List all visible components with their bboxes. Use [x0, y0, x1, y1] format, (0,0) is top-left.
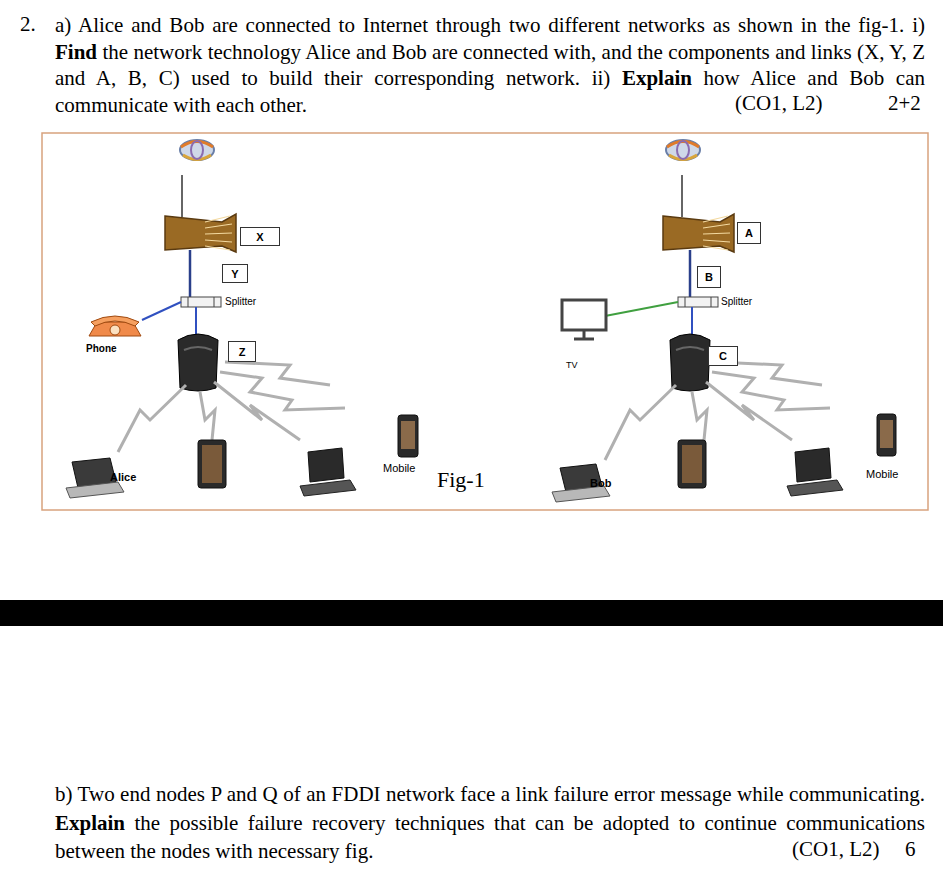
callout-box: A: [737, 222, 761, 244]
question-text: a) Alice and Bob are connected to Intern…: [55, 13, 925, 37]
question-text: b) Two end nodes P and Q of an FDDI netw…: [55, 782, 925, 806]
left-network: [66, 140, 418, 498]
marks: 6: [905, 837, 916, 862]
device-label: Mobile: [866, 468, 898, 481]
callout-letter: B: [705, 271, 713, 283]
device-label: TV: [566, 360, 578, 371]
figure-caption: Fig-1: [437, 467, 485, 493]
black-bar: [0, 600, 943, 626]
question-keyword: Find: [55, 40, 97, 64]
callout-letter: X: [256, 231, 263, 243]
callout-letter: Y: [231, 268, 238, 280]
callout-box: B: [697, 266, 721, 288]
device-label: Alice: [110, 471, 136, 484]
question-keyword: Explain: [622, 66, 692, 90]
callout-letter: A: [745, 227, 753, 239]
device-label: Splitter: [721, 296, 752, 308]
course-outcome: (CO1, L2): [792, 837, 880, 862]
callout-box: Y: [222, 264, 248, 283]
device-label: Splitter: [225, 296, 256, 308]
marks: 2+2: [888, 91, 921, 116]
figure-frame: [42, 133, 928, 510]
question-number: 2.: [20, 12, 36, 37]
device-label: Phone: [86, 343, 117, 355]
callout-box: Z: [228, 341, 256, 362]
callout-letter: Z: [239, 346, 246, 358]
right-network: [552, 140, 896, 502]
course-outcome: (CO1, L2): [735, 91, 823, 116]
device-label: Mobile: [383, 462, 415, 475]
device-label: Bob: [590, 477, 611, 490]
callout-box: C: [708, 346, 738, 366]
question-keyword: Explain: [55, 811, 125, 835]
callout-letter: C: [719, 350, 727, 362]
callout-box: X: [240, 227, 280, 246]
